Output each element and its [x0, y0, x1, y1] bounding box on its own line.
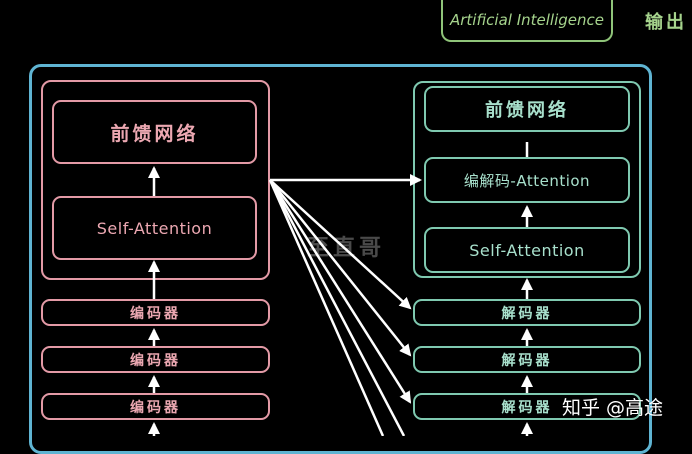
arrow-icon — [269, 179, 412, 357]
encoder-ffn-label: 前馈网络 — [110, 122, 199, 145]
arrows-layer — [148, 142, 533, 436]
ai-output-label: Artificial Intelligence — [450, 11, 604, 29]
arrow-icon — [269, 179, 412, 310]
decoder-stack-item: 解码器 — [413, 393, 641, 420]
arrow-icon — [268, 179, 412, 404]
encoder-self-attention-label: Self-Attention — [96, 218, 213, 238]
decoder-enc-dec-attention-box: 编解码-Attention — [424, 157, 630, 203]
encoder-ffn-box: 前馈网络 — [52, 100, 257, 164]
zhihu-watermark: 知乎 @高途 — [562, 397, 664, 419]
encoder-block — [41, 80, 270, 280]
decoder-enc-dec-attention-label: 编解码-Attention — [463, 171, 591, 190]
decoder-ffn-box: 前馈网络 — [424, 86, 630, 132]
encoder-self-attention-box: Self-Attention — [52, 196, 257, 260]
ai-output-box: Artificial Intelligence — [441, 0, 613, 42]
decoder-self-attention-box: Self-Attention — [424, 227, 630, 273]
encoder-stack-item: 编码器 — [41, 393, 270, 420]
decoder-stack-item: 解码器 — [413, 346, 641, 373]
output-label: 输出 — [645, 12, 687, 33]
encoder-stack-item: 编码器 — [41, 346, 270, 373]
decoder-self-attention-label: Self-Attention — [469, 240, 585, 260]
encoder-stack-item: 编码器 — [41, 299, 270, 326]
arrow-line — [268, 179, 406, 436]
decoder-ffn-label: 前馈网络 — [485, 100, 569, 121]
decoder-stack-item: 解码器 — [413, 299, 641, 326]
arrow-line — [268, 179, 385, 436]
